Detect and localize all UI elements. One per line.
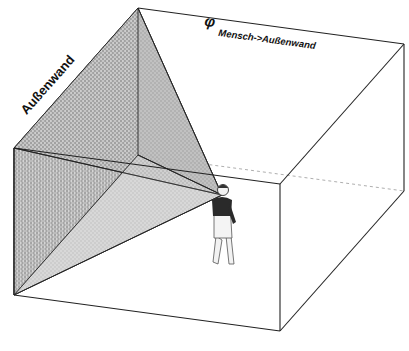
angle-symbol: φ [204,12,217,30]
symbol-label: φ [204,12,217,31]
room-edge [14,8,404,331]
view-pyramid [14,8,222,295]
subscript-label: Mensch->Außenwand [217,22,316,53]
person [212,185,236,265]
